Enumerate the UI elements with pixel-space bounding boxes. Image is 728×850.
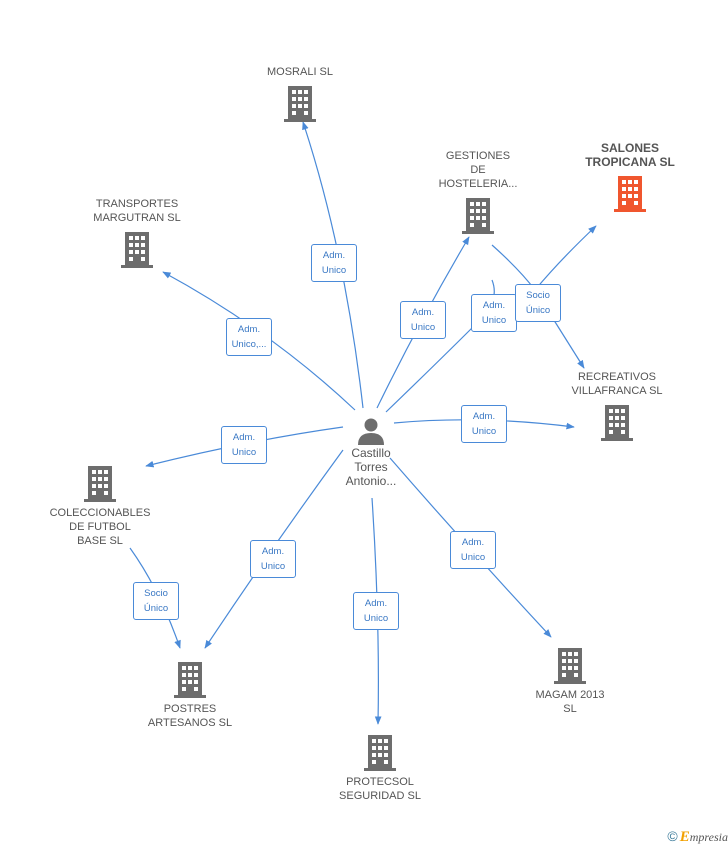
edge-socio-salones — [491, 225, 597, 291]
company-node-gestiones[interactable]: GESTIONES DE HOSTELERIA... — [428, 149, 528, 234]
edge-label-protecsol[interactable]: Adm. Unico — [353, 592, 399, 630]
person-node[interactable]: Castillo Torres Antonio... — [330, 416, 412, 488]
person-name: Castillo Torres Antonio... — [345, 446, 397, 488]
company-node-transportes[interactable]: TRANSPORTES MARGUTRAN SL — [86, 197, 188, 268]
building-icon — [121, 232, 153, 268]
brand-logo-text: mpresia — [689, 830, 728, 844]
company-label: POSTRES ARTESANOS SL — [147, 703, 233, 729]
building-icon — [84, 466, 116, 502]
company-label: MAGAM 2013 SL — [535, 689, 605, 715]
brand-footer: ©Empresia — [667, 828, 728, 846]
company-label: PROTECSOL SEGURIDAD SL — [339, 776, 421, 802]
building-icon — [284, 86, 316, 122]
building-icon — [174, 662, 206, 698]
company-label: TRANSPORTES MARGUTRAN SL — [93, 198, 181, 224]
brand-logo-initial: E — [679, 829, 690, 845]
edge-label-transportes[interactable]: Adm. Unico,... — [226, 318, 272, 356]
company-node-postres[interactable]: POSTRES ARTESANOS SL — [138, 660, 242, 730]
company-label: MOSRALI SL — [266, 66, 334, 78]
edge-label-gestiones[interactable]: Adm. Unico — [400, 301, 446, 339]
company-label: GESTIONES DE HOSTELERIA... — [438, 150, 518, 190]
company-node-mosrali[interactable]: MOSRALI SL — [250, 65, 350, 122]
edge-label-coleccionables[interactable]: Adm. Unico — [221, 426, 267, 464]
building-icon — [601, 405, 633, 441]
company-node-protecsol[interactable]: PROTECSOL SEGURIDAD SL — [330, 733, 430, 803]
company-node-magam[interactable]: MAGAM 2013 SL — [520, 646, 620, 716]
company-node-coleccionables[interactable]: COLECCIONABLES DE FUTBOL BASE SL — [45, 464, 155, 548]
building-icon-highlight — [614, 176, 646, 212]
copyright-icon: © — [667, 828, 678, 844]
company-label: RECREATIVOS VILLAFRANCA SL — [571, 371, 663, 397]
company-label: COLECCIONABLES DE FUTBOL BASE SL — [49, 507, 151, 547]
building-icon — [554, 648, 586, 684]
edge-label-recreativos[interactable]: Adm. Unico — [461, 405, 507, 443]
edge-label-mosrali[interactable]: Adm. Unico — [311, 244, 357, 282]
building-icon — [462, 198, 494, 234]
edge-label-socio-postres[interactable]: Socio Único — [133, 582, 179, 620]
edge-label-salones[interactable]: Adm. Unico — [471, 294, 517, 332]
edge-label-magam[interactable]: Adm. Unico — [450, 531, 496, 569]
company-node-salones[interactable]: SALONES TROPICANA SL — [574, 141, 686, 212]
company-label: SALONES TROPICANA SL — [585, 141, 675, 169]
company-node-recreativos[interactable]: RECREATIVOS VILLAFRANCA SL — [560, 370, 674, 441]
edge-label-postres[interactable]: Adm. Unico — [250, 540, 296, 578]
person-icon — [358, 418, 384, 445]
building-icon — [364, 735, 396, 771]
edge-label-socio-salones[interactable]: Socio Único — [515, 284, 561, 322]
